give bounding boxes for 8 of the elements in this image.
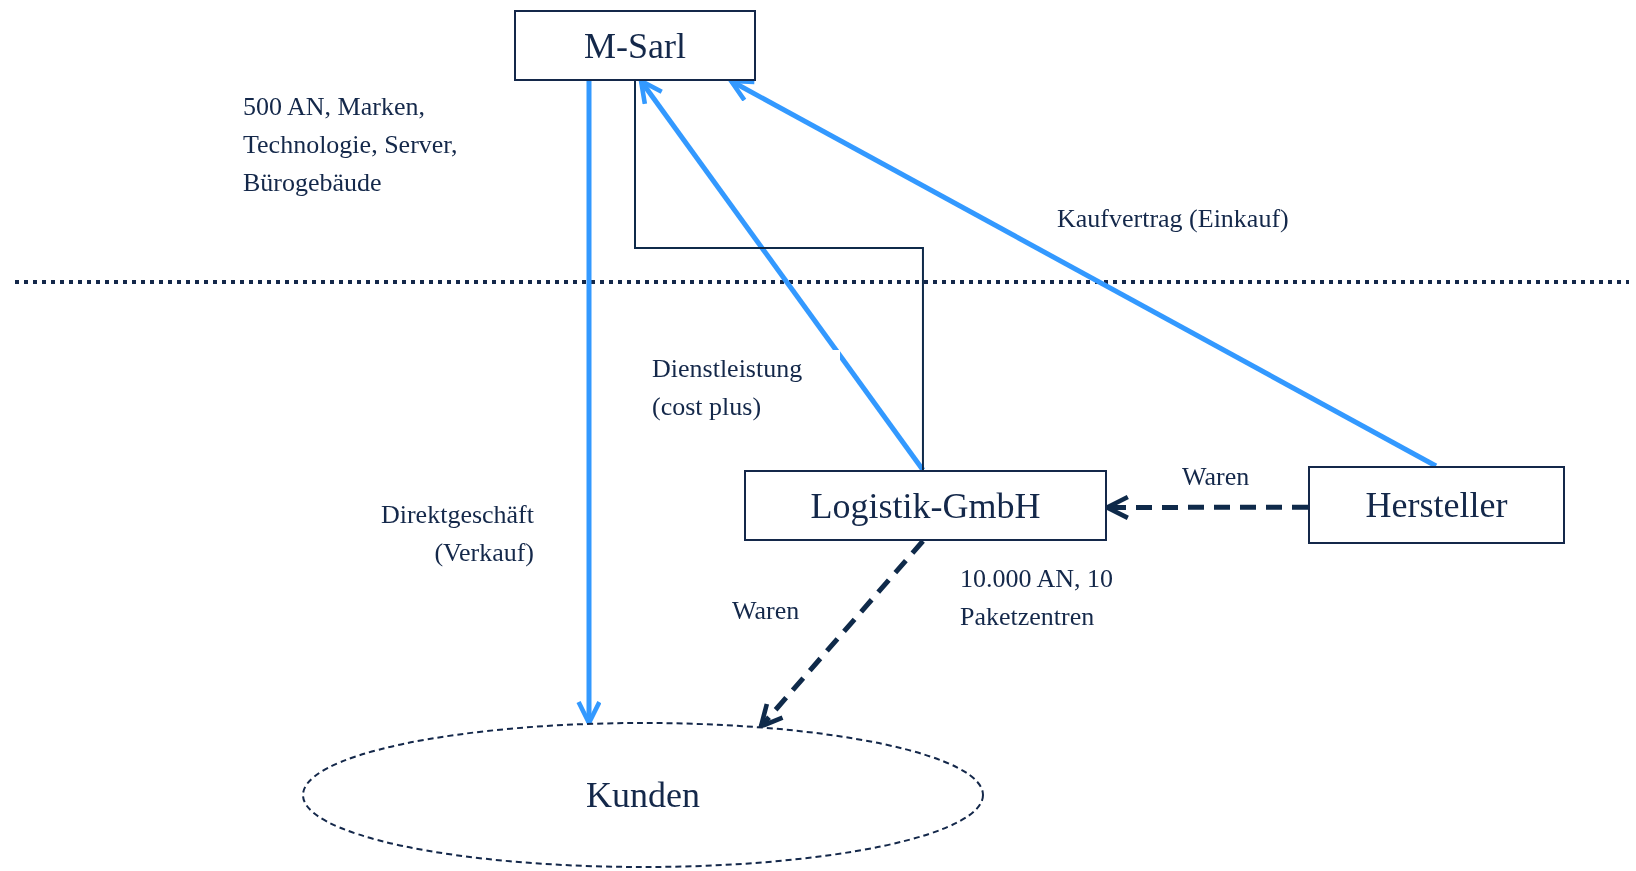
node-note: 10.000 AN, 10 Paketzentren	[960, 563, 1115, 633]
node-note: 500 AN, Marken, Technologie, Server, Bürogebäude	[243, 91, 459, 199]
entity-box: Hersteller	[1308, 466, 1565, 544]
entity-box: M-Sarl	[514, 10, 756, 81]
entity-box: Logistik-GmbH	[744, 470, 1107, 541]
arrow	[576, 81, 602, 726]
arrow	[758, 539, 925, 729]
ellipse-node: Kunden	[302, 722, 984, 868]
